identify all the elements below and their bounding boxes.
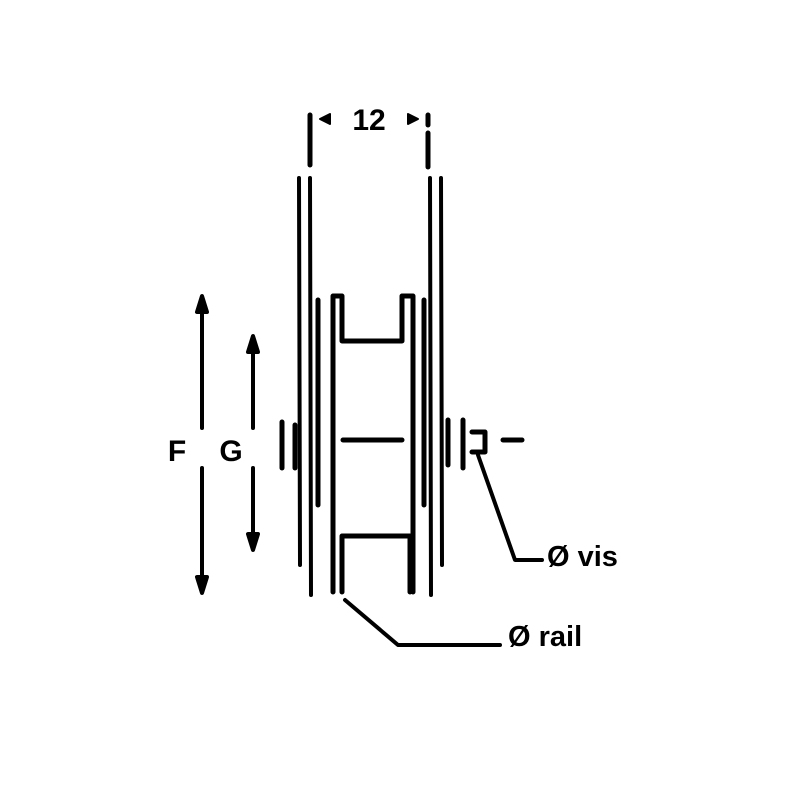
side-plates [297, 176, 444, 597]
width-label: 12 [352, 104, 385, 137]
axle-screw [279, 417, 525, 471]
rail-leader-line [343, 598, 502, 647]
screw-diameter-label: Ø vis [547, 541, 618, 573]
g-dimension [246, 334, 260, 552]
screw-leader-line [476, 453, 544, 562]
width-dimension [307, 112, 431, 170]
pulley-wheel [330, 293, 416, 595]
rail-diameter-label: Ø rail [508, 621, 582, 653]
f-dimension [195, 294, 209, 595]
g-label: G [219, 435, 242, 468]
f-label: F [168, 435, 186, 468]
